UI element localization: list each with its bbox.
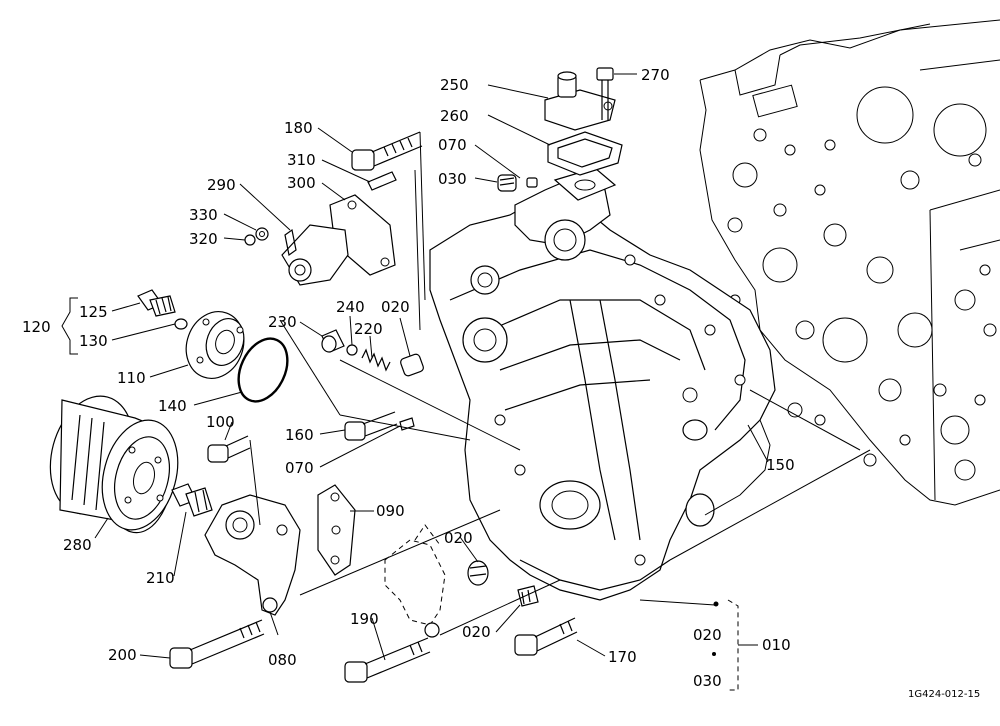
pin-310 [367, 171, 397, 191]
callout-320: 320 [189, 230, 218, 248]
callout-020-lower: 020 [444, 529, 473, 547]
plug-020-lower-a [467, 560, 489, 586]
callout-030-set: 030 [693, 672, 722, 690]
group-bracket-120 [61, 297, 78, 355]
plug-020-lower-b [517, 585, 539, 607]
callout-020-set: 020 [693, 626, 722, 644]
pipe-210 [171, 483, 213, 517]
bolt-100 [207, 435, 251, 463]
plug-030-top [497, 174, 517, 192]
callout-125: 125 [79, 303, 108, 321]
callout-300: 300 [287, 174, 316, 192]
bolt-160 [344, 411, 398, 441]
callout-250: 250 [440, 76, 469, 94]
washer-320 [244, 234, 256, 246]
callout-200: 200 [108, 646, 137, 664]
o-ring-140 [237, 337, 289, 403]
callout-090: 090 [376, 502, 405, 520]
callout-280: 280 [63, 536, 92, 554]
leader-lines [94, 73, 871, 661]
gasket-260 [547, 131, 623, 176]
group-bracket-010 [727, 599, 758, 691]
bolt-270 [596, 67, 614, 120]
callout-170: 170 [608, 648, 637, 666]
callout-100: 100 [206, 413, 235, 431]
callout-120: 120 [22, 318, 51, 336]
bolt-180 [351, 131, 423, 171]
callout-150: 150 [766, 456, 795, 474]
bolt-200 [169, 619, 265, 669]
gasket-090 [317, 484, 356, 576]
gear-case [429, 167, 776, 601]
callout-240: 240 [336, 298, 365, 316]
callout-220: 220 [354, 320, 383, 338]
filter-bracket-080 [204, 494, 301, 616]
callout-160: 160 [285, 426, 314, 444]
o-ring-130 [174, 318, 188, 330]
valve-230 [321, 329, 345, 353]
oil-filter-280 [49, 395, 179, 533]
cylinder-block [699, 19, 1000, 506]
bolt-170 [514, 617, 578, 656]
callout-020-bottom: 020 [462, 623, 491, 641]
relief-cover-110 [185, 311, 245, 379]
drawing-code: 1G424-012-15 [908, 689, 980, 700]
callout-260: 260 [440, 107, 469, 125]
callout-110: 110 [117, 369, 146, 387]
callout-070-top: 070 [438, 136, 467, 154]
cover-290 [281, 224, 349, 286]
callout-labels: 250 270 260 070 030 180 310 300 290 330 … [22, 66, 980, 700]
callout-140: 140 [158, 397, 187, 415]
plug-020-mid [400, 353, 424, 377]
callout-180: 180 [284, 119, 313, 137]
callout-230: 230 [268, 313, 297, 331]
spring-220 [361, 348, 391, 372]
plug-125 [137, 289, 176, 317]
callout-080: 080 [268, 651, 297, 669]
callout-030-top: 030 [438, 170, 467, 188]
callout-130: 130 [79, 332, 108, 350]
callout-310: 310 [287, 151, 316, 169]
callout-070-mid: 070 [285, 459, 314, 477]
callout-010: 010 [762, 636, 791, 654]
callout-210: 210 [146, 569, 175, 587]
callout-330: 330 [189, 206, 218, 224]
callout-020-mid: 020 [381, 298, 410, 316]
ball-240 [346, 344, 358, 356]
water-flange-250 [544, 71, 616, 131]
pin-070-top [526, 177, 538, 188]
callout-190: 190 [350, 610, 379, 628]
bolt-190 [344, 637, 431, 683]
nut-330 [255, 227, 269, 241]
callout-290: 290 [207, 176, 236, 194]
callout-270: 270 [641, 66, 670, 84]
